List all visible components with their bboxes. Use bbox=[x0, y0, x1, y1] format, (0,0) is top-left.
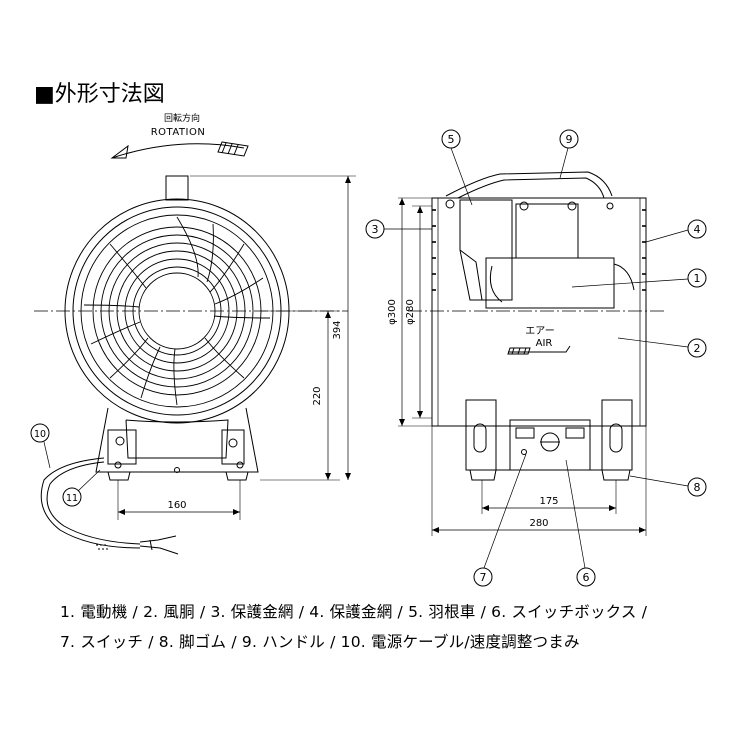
callout-2-label: 2 bbox=[694, 342, 701, 355]
switch-terminal-left bbox=[515, 427, 535, 439]
side-foot-left bbox=[469, 469, 497, 481]
callout-1-label: 1 bbox=[694, 272, 701, 285]
callout-8-label: 8 bbox=[694, 481, 701, 494]
callout-6-label: 6 bbox=[583, 571, 590, 584]
cable-plug bbox=[139, 535, 179, 555]
side-view: エアー AIR φ300 φ280 bbox=[387, 171, 664, 536]
callout-6 bbox=[576, 567, 596, 587]
callout-8 bbox=[687, 477, 707, 497]
front-switch-box-right bbox=[221, 429, 245, 465]
dim-175-label: 175 bbox=[539, 496, 558, 507]
callout-10 bbox=[30, 423, 50, 443]
bolt-mid bbox=[519, 201, 529, 211]
bolt-left bbox=[445, 199, 455, 209]
callout-2 bbox=[687, 338, 707, 358]
rotation-arc bbox=[111, 143, 245, 159]
side-handle-inner bbox=[457, 177, 605, 199]
bolt-right bbox=[567, 201, 577, 211]
rear-guard-ticks bbox=[642, 209, 646, 291]
slot-right bbox=[609, 423, 623, 453]
callout-3 bbox=[365, 219, 385, 239]
rotation-label-en: ROTATION bbox=[151, 127, 206, 138]
callout-7-label: 7 bbox=[480, 571, 487, 584]
callout-11-label: 11 bbox=[66, 493, 78, 504]
parts-legend-line-1: 1. 電動機 / 2. 風胴 / 3. 保護金網 / 4. 保護金網 / 5. … bbox=[60, 603, 648, 621]
rotation-label-jp: 回転方向 bbox=[164, 112, 200, 124]
front-foot-left bbox=[107, 471, 131, 481]
callout-3-label: 3 bbox=[372, 223, 379, 236]
air-label-en: AIR bbox=[536, 338, 553, 349]
dim-phi300-label: φ300 bbox=[387, 299, 398, 325]
front-screw-right bbox=[236, 461, 244, 469]
side-body bbox=[431, 197, 647, 427]
dim-394-label: 394 bbox=[332, 320, 343, 339]
front-foot-right bbox=[225, 471, 249, 481]
front-screw-mid bbox=[174, 467, 180, 473]
switch-screw bbox=[521, 449, 527, 455]
rotation-tail-hatch bbox=[217, 141, 249, 157]
callout-5-label: 5 bbox=[448, 133, 455, 146]
front-knob-left bbox=[115, 436, 125, 446]
side-stand-right bbox=[601, 399, 633, 471]
motor-end-cap bbox=[613, 263, 635, 291]
side-foot-right bbox=[601, 469, 631, 481]
page-title: ■外形寸法図 bbox=[34, 82, 165, 107]
callout-7 bbox=[473, 567, 493, 587]
slot-left bbox=[473, 423, 487, 453]
impeller-blade bbox=[459, 199, 513, 301]
impeller-blade-shade bbox=[459, 249, 483, 301]
front-knob-right bbox=[228, 438, 238, 448]
front-view: 回転方向 ROTATION bbox=[34, 112, 356, 555]
front-stand-inner bbox=[125, 419, 229, 459]
front-guard-ticks bbox=[432, 209, 436, 291]
switch-terminal-right bbox=[565, 427, 585, 439]
power-cable-b bbox=[46, 461, 141, 545]
front-handle-stub bbox=[165, 175, 189, 201]
motor-body bbox=[485, 257, 615, 309]
parts-legend-line-2: 7. スイッチ / 8. 脚ゴム / 9. ハンドル / 10. 電源ケーブル/… bbox=[60, 633, 580, 651]
dim-phi280-label: φ280 bbox=[405, 299, 416, 325]
callout-1 bbox=[687, 268, 707, 288]
bolt-far bbox=[606, 202, 614, 210]
callout-10-label: 10 bbox=[34, 429, 46, 440]
dim-280-label: 280 bbox=[529, 518, 548, 529]
air-label-jp: エアー bbox=[525, 326, 554, 337]
callouts: 5 9 3 4 1 2 8 7 6 10 bbox=[30, 129, 707, 587]
power-cable bbox=[40, 457, 141, 549]
dim-160-label: 160 bbox=[167, 500, 186, 511]
front-screw-left bbox=[114, 461, 122, 469]
motor-mount bbox=[515, 203, 579, 259]
callout-4 bbox=[687, 219, 707, 239]
side-stand-left bbox=[465, 399, 497, 471]
motor-cable-curve bbox=[489, 265, 503, 303]
callout-11 bbox=[62, 487, 82, 507]
dim-220-label: 220 bbox=[312, 386, 323, 405]
callout-9-label: 9 bbox=[566, 133, 573, 146]
callout-4-label: 4 bbox=[694, 223, 701, 236]
air-arrow bbox=[507, 345, 571, 355]
callout-9 bbox=[559, 129, 579, 149]
cable-tail bbox=[96, 544, 108, 550]
side-handle bbox=[445, 171, 613, 197]
guard-spokes bbox=[83, 216, 271, 406]
rotation-arrowhead bbox=[110, 144, 129, 159]
callout-5 bbox=[441, 129, 461, 149]
front-switch-box-left bbox=[107, 429, 137, 465]
